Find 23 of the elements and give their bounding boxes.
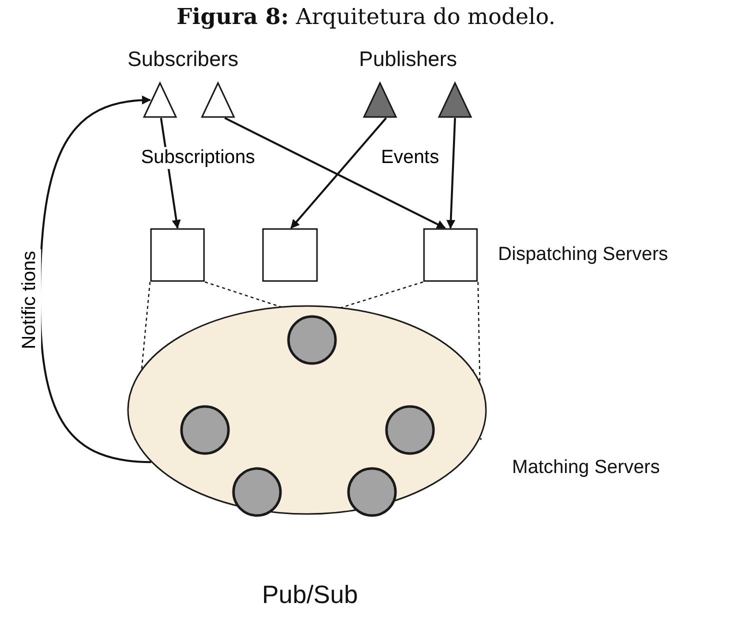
group-label: Subscribers bbox=[128, 48, 238, 72]
square-node bbox=[262, 228, 318, 282]
circle-node bbox=[232, 467, 282, 517]
square-node bbox=[423, 228, 478, 282]
arrow bbox=[224, 117, 446, 229]
edge-label: Subscriptions bbox=[139, 147, 258, 169]
circle-node bbox=[385, 405, 435, 455]
arrow bbox=[446, 118, 456, 229]
row-label: Matching Servers bbox=[512, 457, 660, 479]
circle-node bbox=[347, 467, 397, 517]
triangle-node bbox=[438, 82, 472, 118]
square-node bbox=[150, 228, 205, 282]
arrow bbox=[290, 117, 387, 229]
figure-title: Figura 8: Arquitetura do modelo. bbox=[176, 4, 556, 30]
circle-node bbox=[287, 315, 337, 365]
row-label: Dispatching Servers bbox=[498, 244, 668, 266]
triangle-node bbox=[201, 82, 235, 118]
caption: Pub/Sub bbox=[262, 580, 358, 610]
circle-node bbox=[180, 405, 230, 455]
group-label: Publishers bbox=[359, 48, 458, 72]
triangle-node bbox=[363, 82, 397, 118]
triangle-node bbox=[143, 82, 177, 118]
ellipse-node bbox=[127, 305, 487, 515]
